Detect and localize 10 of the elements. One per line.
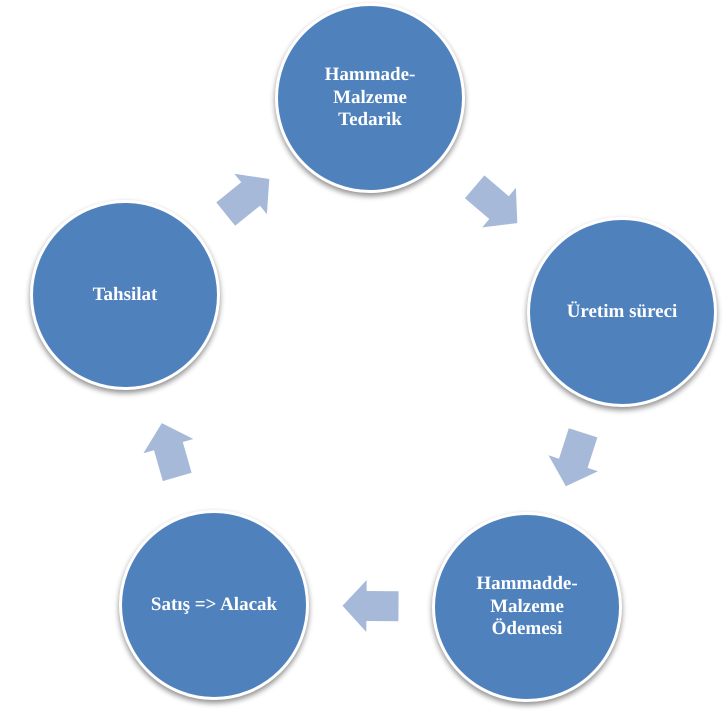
arrow: [464, 175, 518, 228]
node-label: Hammade- Malzeme Tedarik: [324, 64, 416, 132]
node-label: Tahsilat: [92, 284, 158, 306]
arrow: [548, 428, 598, 486]
arrow: [143, 423, 194, 482]
node-label: Hammadde- Malzeme Ödemesi: [475, 572, 579, 642]
node-label: Üretim süreci: [566, 300, 678, 324]
arrow: [216, 174, 270, 226]
arrow: [342, 580, 399, 632]
node-label: Satış => Alacak: [150, 594, 278, 616]
